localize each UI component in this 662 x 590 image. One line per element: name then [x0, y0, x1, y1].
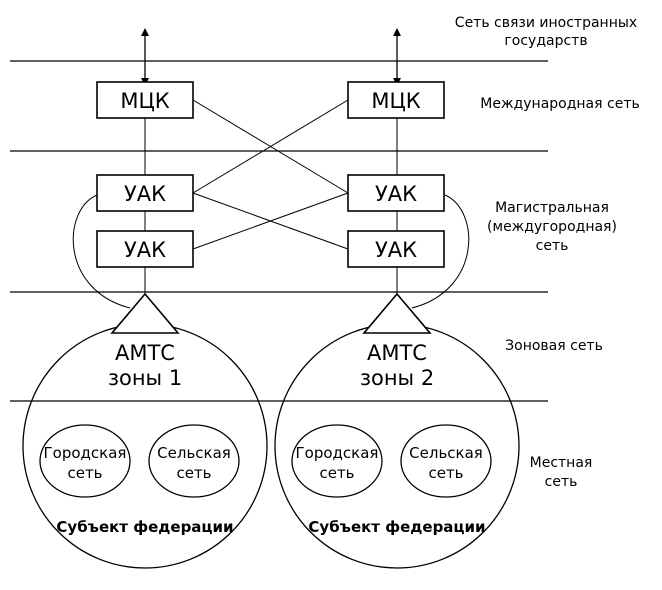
subject-federation-zone-2: Субъект федерации	[308, 518, 485, 536]
cross-link-uak1bottom-uak2top	[192, 192, 349, 250]
label-trunk-network-line3: сеть	[536, 238, 569, 254]
label-international-network: Международная сеть	[480, 96, 639, 112]
amts-zone-1-line1: АМТС	[115, 341, 175, 365]
amts-zone-1-line2: зоны 1	[108, 366, 182, 390]
label-trunk-network-line1: Магистральная	[495, 200, 609, 216]
mck-label-left: МЦК	[120, 89, 169, 113]
uak-node-right-bottom	[347, 230, 445, 268]
rural-network-zone-1-line2: сеть	[176, 464, 211, 482]
amts-triangle-zone-2	[362, 292, 432, 334]
subject-federation-zone-1: Субъект федерации	[56, 518, 233, 536]
label-trunk-network-line2: (междугородная)	[487, 219, 617, 235]
uak-node-right-top	[347, 174, 445, 212]
rural-network-zone-2-line1: Сельская	[409, 444, 483, 462]
cross-link-mck2-uak1	[192, 99, 349, 194]
mck-node-right	[347, 81, 445, 119]
uak-node-left-top	[96, 174, 194, 212]
rural-network-zone-2	[400, 424, 492, 498]
mck-label-right: МЦК	[371, 89, 420, 113]
uak-label-right-bottom: УАК	[375, 238, 417, 262]
loop-uak-amts-right	[411, 194, 470, 309]
rural-network-zone-1	[148, 424, 240, 498]
city-network-zone-1	[39, 424, 131, 498]
uak-label-left-top: УАК	[124, 182, 166, 206]
amts-zone-2-line1: АМТС	[367, 341, 427, 365]
uak-node-left-bottom	[96, 230, 194, 268]
city-network-zone-1-line2: сеть	[67, 464, 102, 482]
city-network-zone-1-line1: Городская	[44, 444, 127, 462]
amts-triangle-zone-1	[110, 292, 180, 334]
loop-uak-amts-left	[72, 194, 131, 309]
label-zone-network: Зоновая сеть	[505, 338, 603, 354]
city-network-zone-2-line1: Городская	[296, 444, 379, 462]
amts-zone-2-line2: зоны 2	[360, 366, 434, 390]
city-network-zone-2	[291, 424, 383, 498]
rural-network-zone-2-line2: сеть	[428, 464, 463, 482]
label-local-network-line1: Местная	[530, 455, 593, 471]
uak-label-right-top: УАК	[375, 182, 417, 206]
label-foreign-networks-line1: Сеть связи иностранных	[455, 15, 637, 31]
mck-node-left	[96, 81, 194, 119]
label-local-network-line2: сеть	[545, 474, 578, 490]
label-foreign-networks-line2: государств	[504, 33, 587, 49]
uak-label-left-bottom: УАК	[124, 238, 166, 262]
city-network-zone-2-line2: сеть	[319, 464, 354, 482]
rural-network-zone-1-line1: Сельская	[157, 444, 231, 462]
